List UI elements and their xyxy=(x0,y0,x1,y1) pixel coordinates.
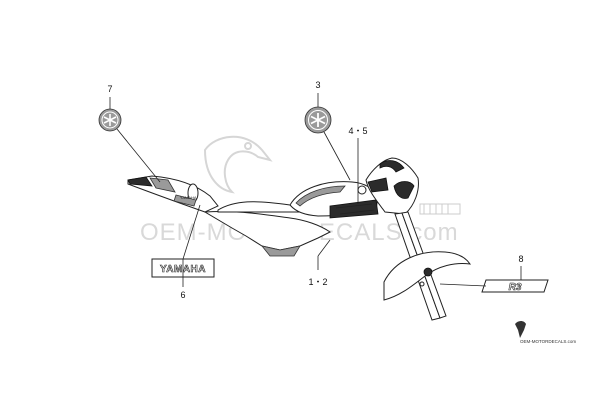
front-cowl-part xyxy=(365,157,419,215)
watermark-bird-icon xyxy=(203,135,273,194)
callout-6: 6 xyxy=(180,290,185,300)
tuning-fork-emblem-7 xyxy=(98,108,122,132)
footer-watermark: OEM-MOTORDECALS.com xyxy=(515,321,576,344)
seat-side-panel-part xyxy=(203,201,331,257)
rear-cowl-part: YAMAHA xyxy=(127,175,219,213)
fuel-tank-part xyxy=(289,181,379,219)
tank-emblem-icon xyxy=(357,185,367,195)
callout-4-5: 4・5 xyxy=(348,126,367,136)
callout-8: 8 xyxy=(518,254,523,264)
model-decal-8: R3 xyxy=(481,279,549,293)
watermark-stripe xyxy=(419,203,461,215)
front-fender-part xyxy=(383,251,472,301)
model-decal-text: R3 xyxy=(509,282,522,293)
rear-cowl-decal-text: YAMAHA xyxy=(180,195,197,200)
callout-3: 3 xyxy=(315,80,320,90)
footer-watermark-text: OEM-MOTORDECALS.com xyxy=(520,339,576,344)
tuning-fork-emblem-3 xyxy=(304,106,332,134)
callout-7: 7 xyxy=(107,84,112,94)
leader-lines xyxy=(109,93,522,287)
callout-1-2: 1・2 xyxy=(308,277,327,287)
